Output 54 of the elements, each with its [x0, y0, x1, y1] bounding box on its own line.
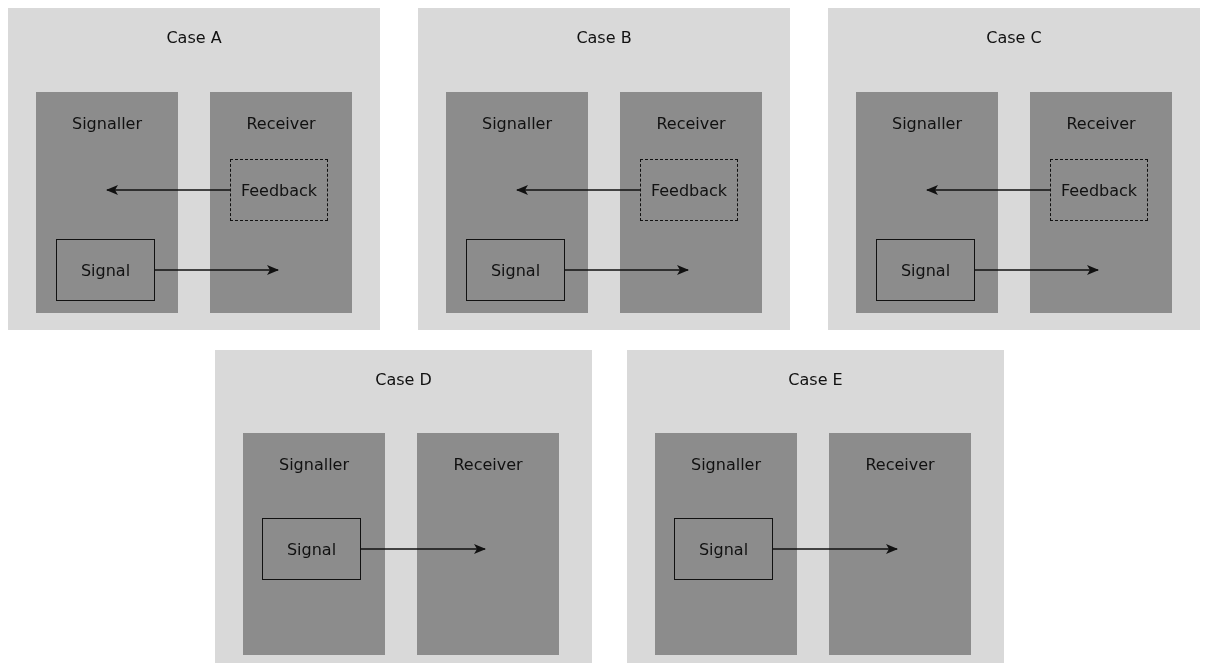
- arrow: [974, 265, 1099, 275]
- case-panel: [627, 350, 1004, 663]
- column-title: Receiver: [245, 114, 317, 133]
- column-title: Receiver: [1065, 114, 1137, 133]
- panel-title: Case C: [985, 28, 1043, 47]
- signal-box: [674, 518, 773, 580]
- arrow: [926, 185, 1051, 195]
- box-label: Feedback: [240, 180, 318, 200]
- signal-box: [876, 239, 975, 301]
- signal-box: [466, 239, 565, 301]
- panel-title: Case E: [787, 370, 844, 389]
- role-column: [829, 433, 971, 655]
- box-label: Signal: [286, 539, 337, 559]
- column-title: Signaller: [71, 114, 143, 133]
- box-label: Signal: [80, 260, 131, 280]
- box-label: Signal: [900, 260, 951, 280]
- case-panel: [8, 8, 380, 330]
- column-title: Signaller: [481, 114, 553, 133]
- arrow: [516, 185, 641, 195]
- column-title: Receiver: [864, 455, 936, 474]
- box-label: Signal: [490, 260, 541, 280]
- column-title: Signaller: [690, 455, 762, 474]
- role-column: [417, 433, 559, 655]
- case-panel: [215, 350, 592, 663]
- box-label: Signal: [698, 539, 749, 559]
- arrow: [106, 185, 231, 195]
- role-column: [36, 92, 178, 313]
- role-column: [620, 92, 762, 313]
- box-label: Feedback: [650, 180, 728, 200]
- column-title: Receiver: [655, 114, 727, 133]
- case-panel: [418, 8, 790, 330]
- role-column: [856, 92, 998, 313]
- signal-box: [262, 518, 361, 580]
- arrow: [154, 265, 279, 275]
- role-column: [446, 92, 588, 313]
- role-column: [210, 92, 352, 313]
- box-label: Feedback: [1060, 180, 1138, 200]
- signal-box: [56, 239, 155, 301]
- column-title: Receiver: [452, 455, 524, 474]
- panel-title: Case B: [575, 28, 633, 47]
- panel-title: Case A: [165, 28, 223, 47]
- feedback-box: [230, 159, 328, 221]
- arrow: [772, 544, 898, 554]
- role-column: [1030, 92, 1172, 313]
- column-title: Signaller: [278, 455, 350, 474]
- arrow: [564, 265, 689, 275]
- panel-title: Case D: [374, 370, 433, 389]
- role-column: [243, 433, 385, 655]
- case-panel: [828, 8, 1200, 330]
- feedback-box: [640, 159, 738, 221]
- arrow: [360, 544, 486, 554]
- feedback-box: [1050, 159, 1148, 221]
- role-column: [655, 433, 797, 655]
- column-title: Signaller: [891, 114, 963, 133]
